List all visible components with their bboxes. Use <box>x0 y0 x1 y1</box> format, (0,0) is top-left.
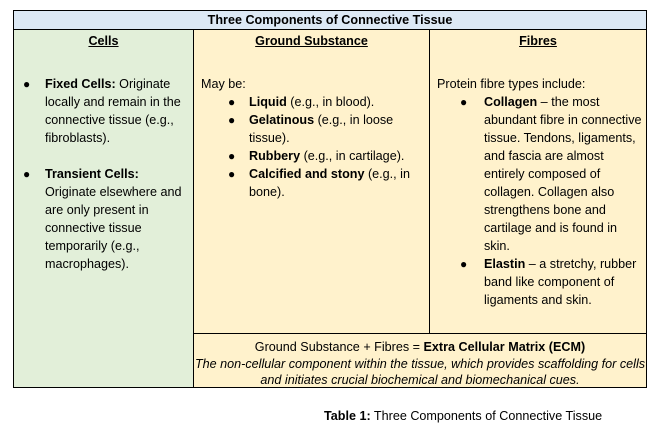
bullet-icon: ● <box>228 167 236 181</box>
list-item-term: Calcified and stony <box>249 167 365 181</box>
fibres-list: ● Collagen – the most abundant fibre in … <box>460 93 642 309</box>
list-item-term: Elastin <box>484 257 526 271</box>
list-item-term: Fixed Cells: <box>45 77 116 91</box>
cells-list: ● Fixed Cells: Originate locally and rem… <box>21 75 191 273</box>
bullet-icon: ● <box>23 77 31 91</box>
ecm-equation-prefix: Ground Substance + Fibres = <box>254 340 424 354</box>
bullet-icon: ● <box>228 149 236 163</box>
ecm-row: Ground Substance + Fibres = Extra Cellul… <box>194 333 646 387</box>
caption-label: Table 1: <box>324 409 371 423</box>
list-item-term: Collagen <box>484 95 538 109</box>
list-item-text: (e.g., in loose tissue). <box>249 113 394 145</box>
list-item: ● Transient Cells: Originate elsewhere a… <box>21 165 191 273</box>
list-item-term: Liquid <box>249 95 287 109</box>
list-item-text: Originate elsewhere and are only present… <box>45 185 182 271</box>
bullet-icon: ● <box>228 95 236 109</box>
list-item-term: Transient Cells: <box>45 167 139 181</box>
ground-substance-column: Ground Substance May be: ● Liquid (e.g.,… <box>194 30 430 333</box>
table-caption: Table 1: Three Components of Connective … <box>324 407 602 425</box>
bullet-icon: ● <box>460 257 468 271</box>
list-item-text: (e.g., in bone). <box>249 167 410 199</box>
list-item: ● Collagen – the most abundant fibre in … <box>460 93 642 255</box>
list-item-text: (e.g., in blood). <box>286 95 375 109</box>
ecm-description: The non-cellular component within the ti… <box>194 356 646 388</box>
fibres-column: Fibres Protein fibre types include: ● Co… <box>430 30 646 333</box>
ground-substance-header: Ground Substance <box>255 34 368 48</box>
ecm-equation-result: Extra Cellular Matrix (ECM) <box>423 340 586 354</box>
ecm-equation: Ground Substance + Fibres = Extra Cellul… <box>194 339 646 356</box>
fibres-intro: Protein fibre types include: <box>437 77 586 91</box>
list-item-text: – a stretchy, rubber band like component… <box>484 257 637 307</box>
cells-header: Cells <box>88 34 119 48</box>
list-item-text: (e.g., in cartilage). <box>300 149 405 163</box>
list-item-text: – the most abundant fibre in connective … <box>484 95 642 253</box>
list-item: ● Calcified and stony (e.g., in bone). <box>228 165 423 201</box>
list-item-term: Gelatinous <box>249 113 315 127</box>
list-item-term: Rubbery <box>249 149 301 163</box>
list-item: ● Elastin – a stretchy, rubber band like… <box>460 255 642 309</box>
connective-tissue-table: Three Components of Connective Tissue Ce… <box>13 10 647 388</box>
bullet-icon: ● <box>460 95 468 109</box>
list-item: ● Gelatinous (e.g., in loose tissue). <box>228 111 423 147</box>
list-item: ● Rubbery (e.g., in cartilage). <box>228 147 423 165</box>
table-title: Three Components of Connective Tissue <box>14 11 646 30</box>
bullet-icon: ● <box>23 167 31 181</box>
ground-substance-list: ● Liquid (e.g., in blood). ● Gelatinous … <box>228 93 423 201</box>
list-item: ● Fixed Cells: Originate locally and rem… <box>21 75 191 147</box>
list-item: ● Liquid (e.g., in blood). <box>228 93 423 111</box>
list-item-text: Originate locally and remain in the conn… <box>45 77 181 145</box>
cells-column: Cells ● Fixed Cells: Originate locally a… <box>14 30 194 387</box>
fibres-header: Fibres <box>519 34 557 48</box>
caption-text: Three Components of Connective Tissue <box>370 409 603 423</box>
ground-substance-intro: May be: <box>201 77 246 91</box>
bullet-icon: ● <box>228 113 236 127</box>
